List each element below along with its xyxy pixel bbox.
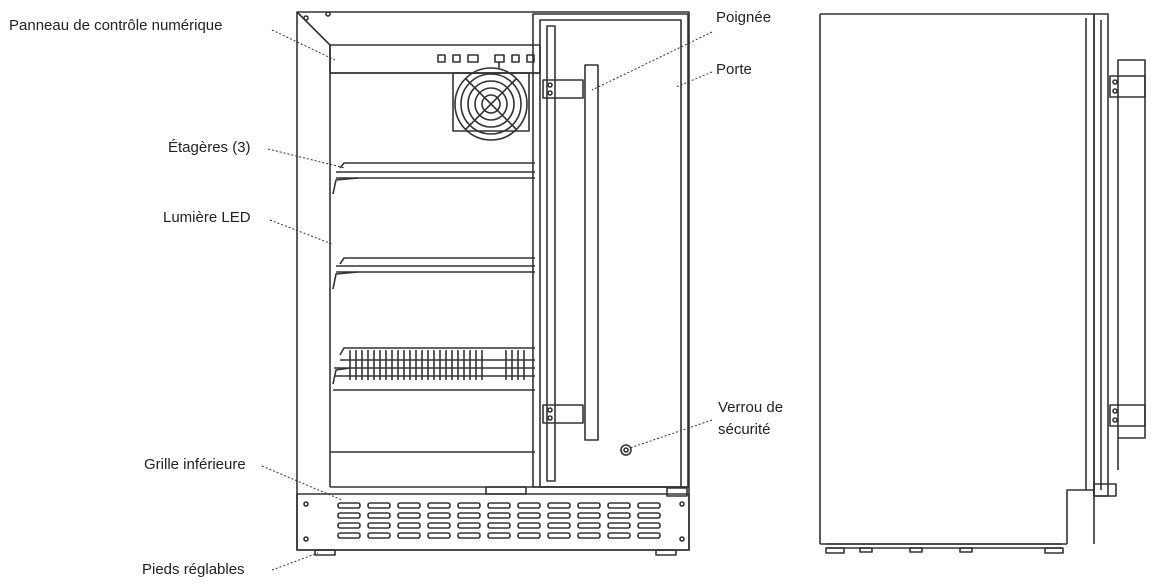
side-view-drawing <box>819 13 1146 554</box>
grille-slot <box>367 522 391 529</box>
door-drawing <box>532 13 689 488</box>
grille-slot <box>427 532 451 539</box>
label-control-panel: Panneau de contrôle numérique <box>9 17 223 34</box>
grille-slot <box>547 532 571 539</box>
shelf-3-slots <box>349 350 525 380</box>
grille-slot <box>397 512 421 519</box>
grille-slot <box>607 522 631 529</box>
grille-slot <box>487 512 511 519</box>
shelf-1-drawing <box>332 162 535 195</box>
handle-drawing <box>542 64 599 441</box>
grille-slot <box>547 502 571 509</box>
grille-slot <box>517 532 541 539</box>
grille-slot <box>487 522 511 529</box>
grille-slot <box>337 532 361 539</box>
cabinet-bottom-drawing <box>330 451 689 497</box>
grille-slot <box>607 512 631 519</box>
grille-slot <box>547 512 571 519</box>
grille-slot <box>457 502 481 509</box>
fan-drawing <box>452 67 530 141</box>
grille-slot <box>637 522 661 529</box>
grille-slot <box>397 522 421 529</box>
grille-slot <box>487 532 511 539</box>
leader-feet <box>271 552 319 571</box>
leader-led <box>269 219 333 245</box>
grille-slot <box>607 502 631 509</box>
lock-drawing <box>620 444 632 456</box>
grille-slot <box>427 502 451 509</box>
grille-slot <box>397 502 421 509</box>
leader-grille <box>261 465 343 501</box>
grille-slot <box>577 512 601 519</box>
grille-slot <box>337 522 361 529</box>
shelf-2-drawing <box>332 257 535 290</box>
label-door: Porte <box>716 61 752 78</box>
grille-slot <box>457 522 481 529</box>
label-feet: Pieds réglables <box>142 561 245 578</box>
grille-slot <box>547 522 571 529</box>
grille-slot <box>577 502 601 509</box>
grille-slot <box>637 532 661 539</box>
grille-slot <box>367 532 391 539</box>
grille-slot <box>517 502 541 509</box>
grille-slot <box>637 502 661 509</box>
control-panel-drawing <box>329 44 541 74</box>
leader-control-panel <box>271 29 336 61</box>
leader-lock <box>629 419 713 449</box>
grille-slot <box>517 512 541 519</box>
front-view-cabinet <box>296 11 690 551</box>
label-bottom-grille: Grille inférieure <box>144 456 246 473</box>
grille-slot <box>487 502 511 509</box>
leader-door <box>675 71 713 88</box>
grille-slot <box>427 512 451 519</box>
leader-shelves <box>267 148 346 169</box>
bottom-grille-drawing <box>296 493 690 551</box>
label-handle: Poignée <box>716 9 772 26</box>
grille-slot <box>457 512 481 519</box>
label-shelves: Étagères (3) <box>168 139 251 156</box>
leader-lines <box>261 29 713 571</box>
grille-slot <box>637 512 661 519</box>
shelf-3-drawing <box>332 347 535 391</box>
grille-slot <box>517 522 541 529</box>
grille-slot <box>427 522 451 529</box>
leader-handle <box>591 31 713 91</box>
grille-slots <box>337 502 661 539</box>
grille-slot <box>577 522 601 529</box>
feet-drawing <box>314 549 677 556</box>
grille-slot <box>577 532 601 539</box>
grille-slot <box>457 532 481 539</box>
label-led-light: Lumière LED <box>163 209 251 226</box>
label-lock-line2: sécurité <box>718 421 771 438</box>
label-lock-line1: Verrou de <box>718 399 784 416</box>
grille-slot <box>397 532 421 539</box>
grille-slot <box>337 502 361 509</box>
grille-slot <box>607 532 631 539</box>
grille-slot <box>367 502 391 509</box>
grille-slot <box>367 512 391 519</box>
grille-slot <box>337 512 361 519</box>
